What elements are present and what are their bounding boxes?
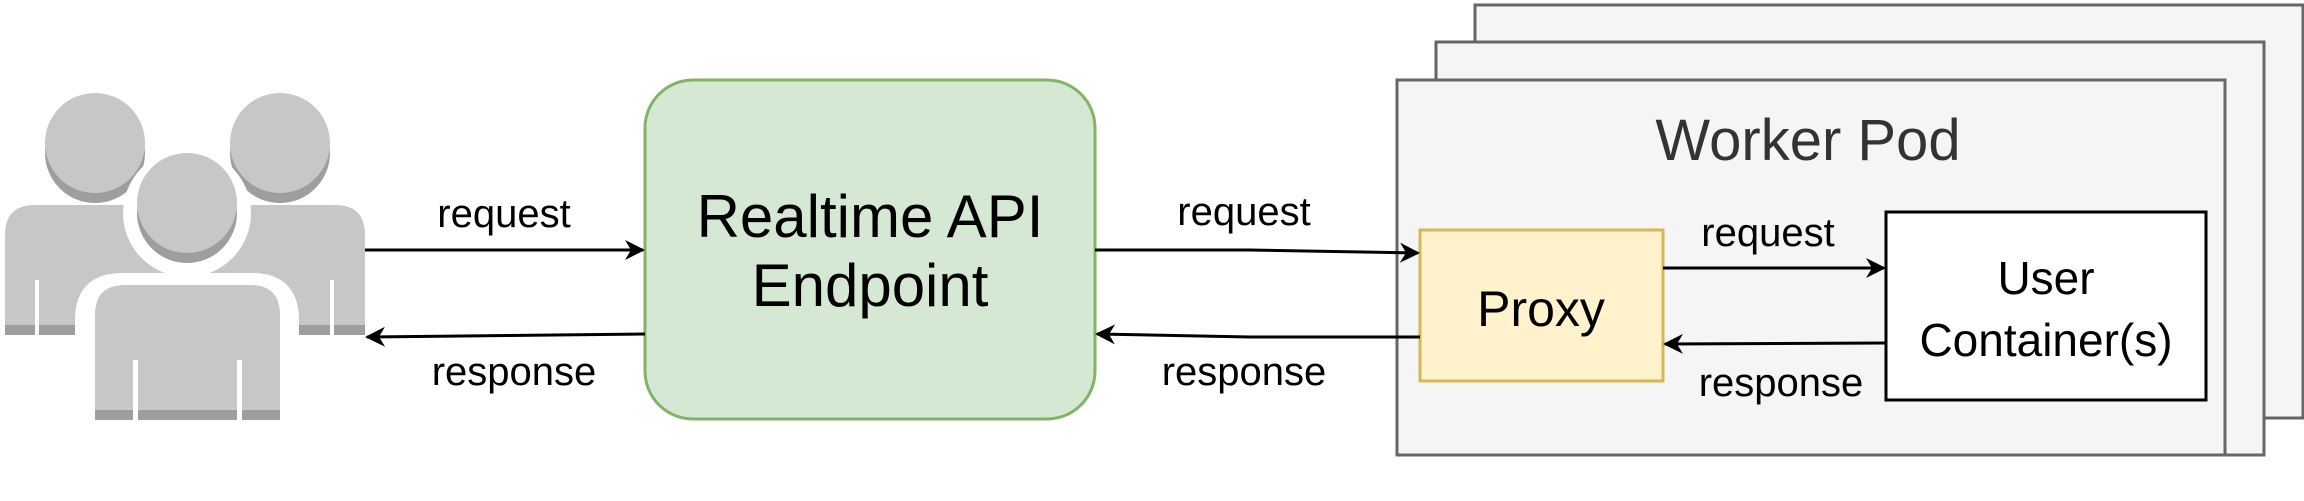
endpoint-label-line1: Realtime API: [697, 183, 1044, 250]
edge-proxy-to-endpoint: response: [1095, 324, 1420, 394]
users-group-icon: [5, 93, 365, 432]
user-container-box: User Container(s): [1884, 210, 2208, 402]
edge-container-to-proxy: response: [1663, 333, 1887, 405]
edge-label-request-1: request: [437, 192, 570, 236]
edge-label-request-3: request: [1701, 211, 1834, 255]
user-container-label-line2: Container(s): [1919, 314, 2172, 366]
edge-label-response-2: response: [1162, 350, 1327, 394]
edge-endpoint-to-users: response: [365, 326, 646, 394]
edge-label-request-2: request: [1177, 190, 1310, 234]
proxy-label: Proxy: [1477, 281, 1605, 337]
realtime-api-endpoint-box: Realtime API Endpoint: [643, 78, 1097, 421]
edge-label-response-3: response: [1699, 361, 1864, 405]
edge-users-to-endpoint: request: [365, 192, 645, 260]
edge-label-response-1: response: [432, 350, 597, 394]
user-container-label-line1: User: [1997, 252, 2094, 304]
edge-proxy-to-container: request: [1663, 211, 1886, 278]
worker-pod-title: Worker Pod: [1655, 108, 1960, 173]
user-icon-front: [75, 149, 299, 432]
endpoint-label-line2: Endpoint: [752, 252, 989, 319]
edge-endpoint-to-proxy: request: [1095, 190, 1420, 263]
proxy-box: Proxy: [1418, 228, 1665, 383]
